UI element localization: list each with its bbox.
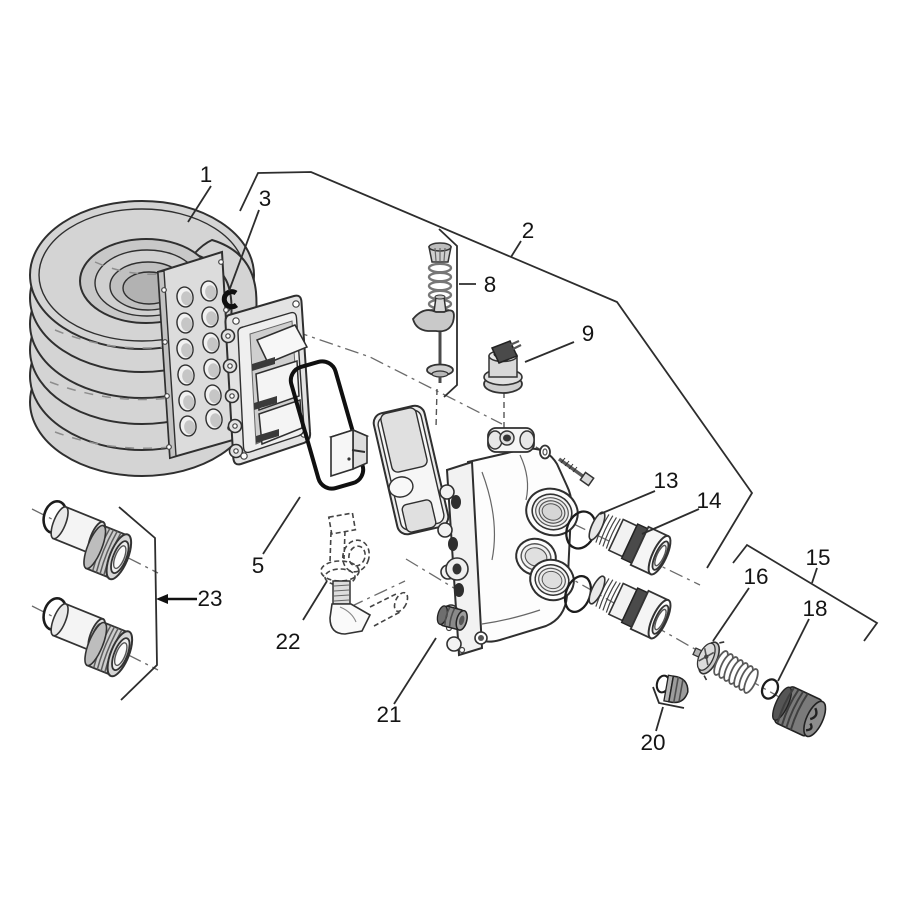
plug-o-ring (760, 678, 780, 700)
header-baffle-slots (252, 357, 279, 443)
callout-14: 14 (696, 488, 721, 513)
bypass-valve-assembly (412, 242, 455, 383)
union-lower (42, 596, 134, 678)
plug-kit-insert (663, 674, 689, 704)
bracket-15 (732, 543, 879, 642)
manifold-top-lug (487, 427, 535, 453)
pressure-relief-valve (320, 512, 409, 635)
callout-3: 3 (259, 186, 272, 211)
relief-valve-elbow (329, 603, 372, 635)
header-gasket (288, 359, 366, 491)
retainer-clip (221, 289, 239, 310)
manifold-flange-holes (448, 495, 464, 597)
thermal-sensor (483, 339, 523, 394)
callout-13: 13 (653, 468, 678, 493)
callout-22: 22 (275, 629, 300, 654)
bypass-cap (428, 242, 452, 263)
bracket-20 (652, 686, 685, 709)
callout-18: 18 (802, 596, 827, 621)
bracket-2 (239, 171, 754, 569)
regulator-spring (713, 650, 759, 694)
bracket-23 (118, 506, 158, 701)
callout-labels: 1 2 3 5 8 9 13 14 15 16 18 20 21 22 23 (197, 162, 830, 755)
manifold-port-upper (525, 487, 579, 537)
union-upper (42, 499, 133, 581)
callout-brackets (118, 171, 879, 709)
manifold-port-lower (529, 558, 575, 602)
callout-20: 20 (640, 730, 665, 755)
tube-holes (176, 280, 223, 437)
callout-2: 2 (522, 218, 535, 243)
plug-kit (655, 674, 689, 704)
port-adapter-upper (588, 511, 672, 576)
relief-valve-stub (332, 580, 351, 605)
bypass-poppet (426, 332, 454, 383)
arrow-23 (156, 594, 197, 604)
callout-5: 5 (252, 553, 265, 578)
callout-8: 8 (484, 272, 497, 297)
union-kit (42, 499, 134, 678)
callout-leaders (156, 185, 818, 732)
header-plate (220, 294, 312, 466)
callout-9: 9 (582, 321, 595, 346)
inner-cover-plate (372, 404, 450, 536)
baffle-insert (328, 428, 370, 478)
port-adapter-lower (588, 575, 672, 640)
manifold-body (437, 427, 579, 657)
bracket-8 (438, 228, 458, 398)
tube-sheet-plate (156, 250, 235, 460)
callout-1: 1 (200, 162, 213, 187)
mounting-screw (539, 444, 595, 487)
bypass-seat (412, 294, 455, 333)
callout-23: 23 (197, 586, 222, 611)
retention-plug (772, 686, 827, 738)
drain-plug (436, 605, 468, 631)
sensor-clip (490, 340, 519, 364)
callout-21: 21 (376, 702, 401, 727)
callout-15: 15 (805, 545, 830, 570)
manifold-flange (437, 460, 484, 657)
callout-16: 16 (743, 564, 768, 589)
